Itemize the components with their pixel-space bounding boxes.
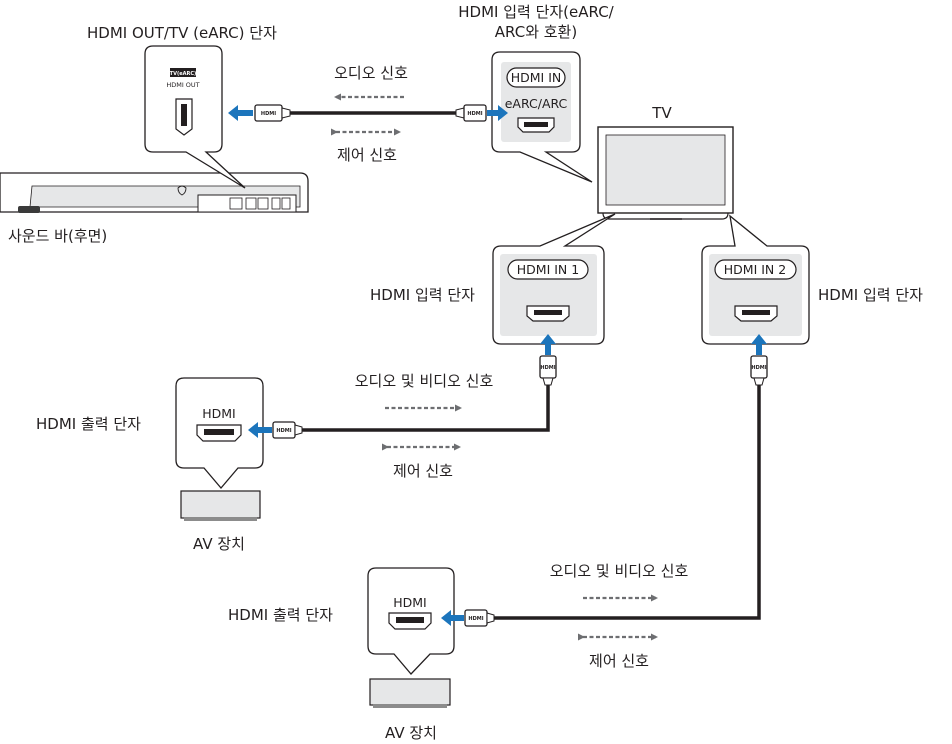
earc-arc-label: eARC/ARC	[505, 96, 568, 111]
hdmi-plug-tv-earc: HDMI	[455, 104, 487, 122]
av-device-1-callout: HDMI	[175, 377, 264, 490]
hdmi-plug-tv-in2: HDMI	[750, 355, 768, 386]
cable-av2-tv	[492, 384, 761, 620]
svg-text:HDMI: HDMI	[467, 111, 482, 117]
hdmi-plug-tv-in1: HDMI	[539, 355, 557, 386]
hdmi-output-label-2: HDMI 출력 단자	[228, 606, 333, 624]
av-device-2	[369, 678, 451, 708]
hdmi-plug-av2: HDMI	[464, 609, 495, 627]
hdmi-in-2-badge: HDMI IN 2	[724, 262, 786, 277]
soundbar	[0, 172, 309, 213]
tv	[597, 126, 734, 220]
insertion-arrows	[228, 105, 767, 626]
tv-earc-badge: TV(eARC)	[170, 71, 197, 77]
control-signal-label: 제어 신호	[337, 146, 397, 164]
hdmi-input-label-2: HDMI 입력 단자	[818, 286, 923, 304]
arrow-left-icon	[248, 422, 272, 438]
svg-text:HDMI: HDMI	[468, 616, 483, 622]
svg-text:HDMI: HDMI	[261, 111, 276, 117]
av-device-1	[180, 490, 261, 521]
arrow-right-icon	[487, 105, 508, 121]
av-1-hdmi-label: HDMI	[202, 406, 236, 421]
hdmi-out-port-label: HDMI OUT	[166, 81, 199, 89]
hdmi-plug-av1: HDMI	[272, 421, 303, 439]
arrow-up-icon	[751, 334, 767, 355]
tv-earc-port-callout: HDMI IN eARC/ARC	[491, 51, 593, 183]
av-device-label-2: AV 장치	[385, 724, 437, 742]
hdmi-in-1-badge: HDMI IN 1	[517, 262, 579, 277]
svg-text:HDMI: HDMI	[276, 428, 291, 434]
arrow-left-icon	[228, 105, 253, 121]
soundbar-port-label: HDMI OUT/TV (eARC) 단자	[87, 24, 277, 42]
soundbar-port-callout: TV(eARC) HDMI OUT	[144, 45, 246, 189]
tv-port-label-line1: HDMI 입력 단자(eARC/	[458, 3, 614, 21]
signal-arrows	[331, 93, 658, 641]
tv-label: TV	[651, 104, 672, 122]
control-signal-label-2: 제어 신호	[393, 462, 453, 480]
av-signal-label-2: 오디오 및 비디오 신호	[550, 562, 689, 580]
soundbar-label: 사운드 바(후면)	[8, 227, 107, 245]
keyhole-icon	[177, 185, 187, 196]
av-device-label-1: AV 장치	[193, 535, 245, 553]
control-signal-label-3: 제어 신호	[589, 652, 649, 670]
svg-text:HDMI: HDMI	[540, 365, 555, 371]
av-2-hdmi-label: HDMI	[393, 595, 427, 610]
arrow-left-icon	[441, 610, 464, 626]
svg-text:HDMI: HDMI	[751, 365, 766, 371]
av-signal-label-1: 오디오 및 비디오 신호	[355, 372, 494, 390]
tv-hdmi-in-1-callout: HDMI IN 1	[492, 213, 616, 345]
hdmi-output-label-1: HDMI 출력 단자	[36, 415, 141, 433]
cable-av1-tv	[298, 384, 550, 432]
hdmi-plug-soundbar: HDMI	[254, 104, 291, 122]
hdmi-in-badge: HDMI IN	[511, 70, 562, 85]
hdmi-input-label-1: HDMI 입력 단자	[370, 286, 475, 304]
tv-hdmi-in-2-callout: HDMI IN 2	[701, 214, 810, 345]
cables	[290, 111, 761, 620]
audio-signal-label: 오디오 신호	[334, 64, 408, 82]
av-device-2-callout: HDMI	[367, 567, 455, 675]
arrow-up-icon	[540, 334, 556, 355]
tv-port-label-line2: ARC와 호환)	[495, 23, 577, 41]
